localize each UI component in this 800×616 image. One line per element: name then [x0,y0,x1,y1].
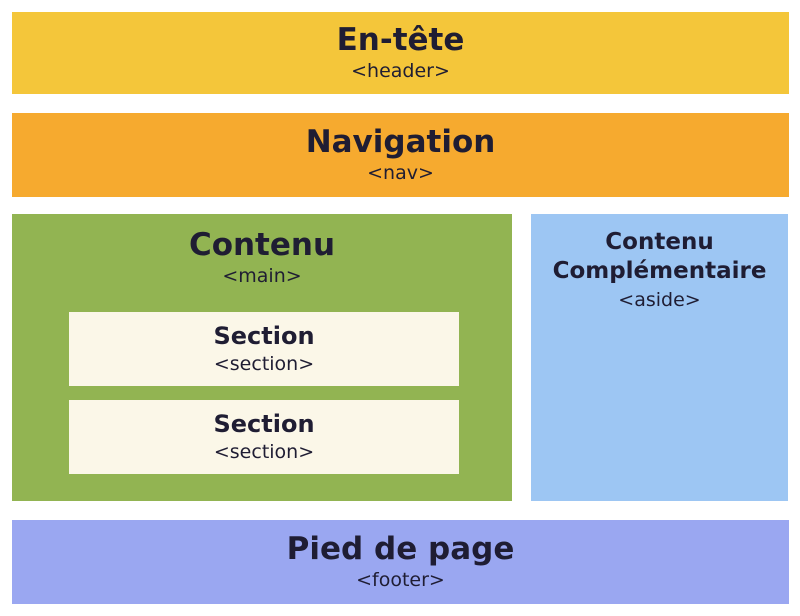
section-tag: <section> [213,352,315,375]
nav-block: Navigation <nav> [12,113,789,197]
footer-block: Pied de page <footer> [12,520,789,604]
nav-title: Navigation [305,124,496,161]
aside-block: Contenu Complémentaire <aside> [531,214,788,501]
footer-tag: <footer> [356,569,445,592]
section-title: Section [213,410,315,439]
header-title: En-tête [336,22,465,59]
main-title: Contenu [188,227,336,263]
section-tag: <section> [213,440,315,463]
header-block: En-tête <header> [12,12,789,94]
footer-title: Pied de page [286,531,515,568]
header-tag: <header> [351,60,450,83]
aside-title-line2: Complémentaire [552,257,767,284]
section-title: Section [213,322,315,351]
nav-tag: <nav> [367,162,434,185]
section-block: Section <section> [69,312,459,386]
aside-tag: <aside> [618,288,701,311]
aside-title-line1: Contenu [605,229,714,255]
section-block: Section <section> [69,400,459,474]
main-tag: <main> [222,265,302,288]
